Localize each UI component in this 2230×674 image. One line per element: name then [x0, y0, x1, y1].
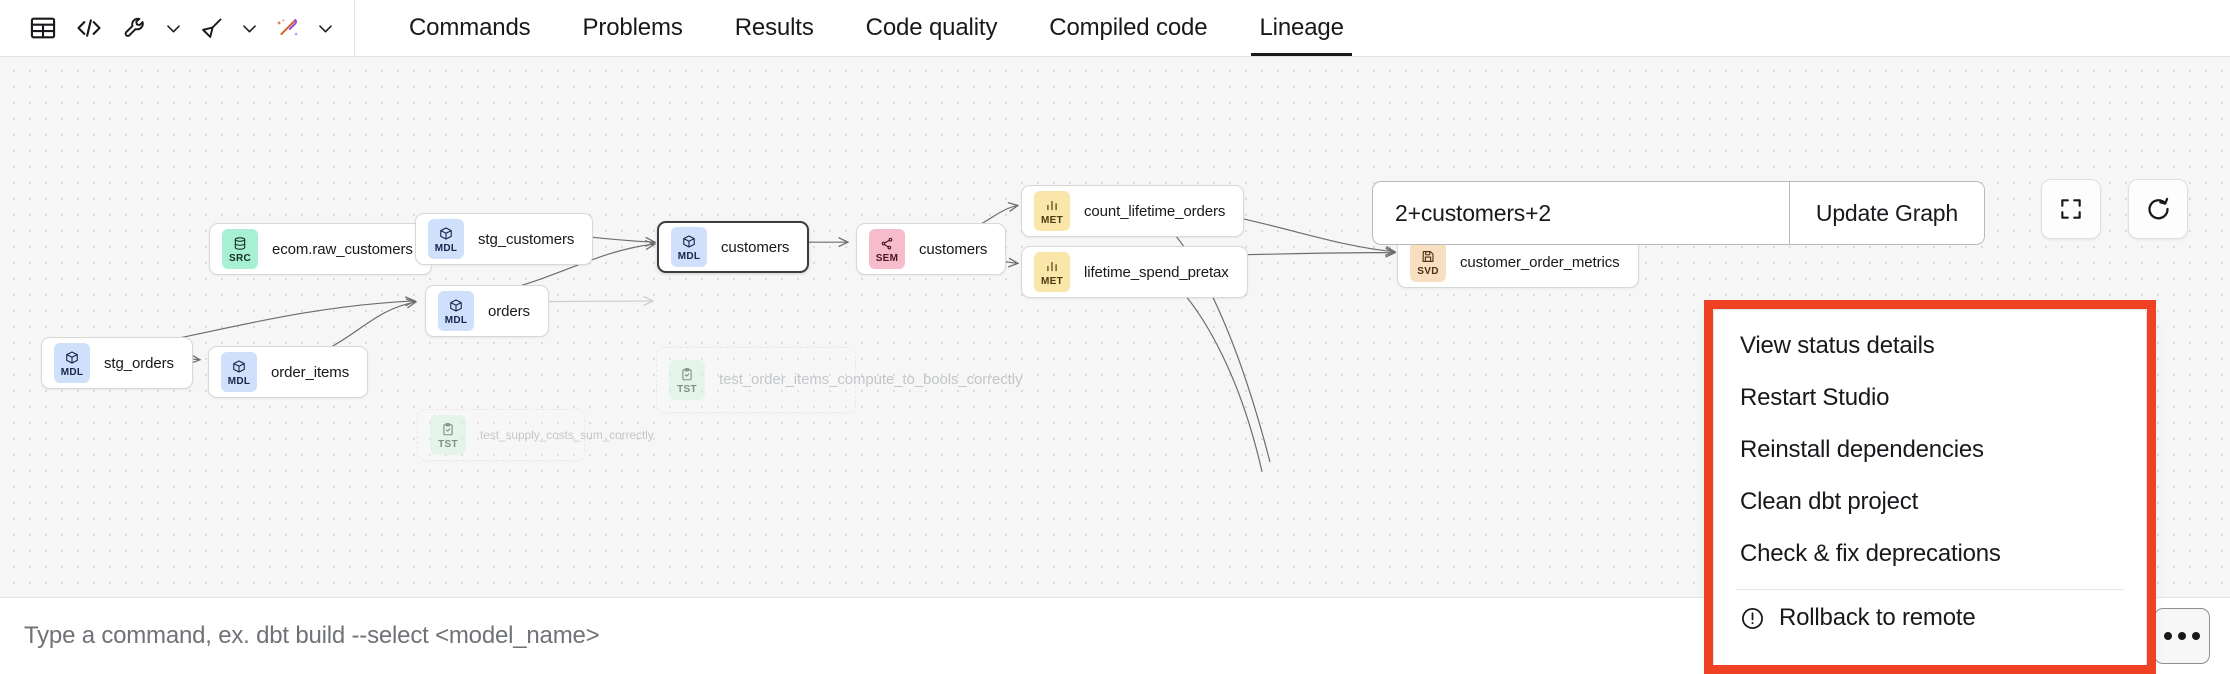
- node-label: test_supply_costs_sum_correctly: [480, 428, 654, 442]
- clipboard-check-icon: [680, 366, 694, 383]
- cube-icon: [439, 225, 453, 242]
- broom-icon[interactable]: [188, 6, 234, 50]
- node-label: order_items: [271, 363, 350, 381]
- bar-chart-icon: [1045, 258, 1059, 275]
- badge-mdl: MDL: [221, 352, 257, 392]
- badge-sem-text: SEM: [875, 252, 899, 264]
- node-label: stg_orders: [104, 354, 174, 372]
- cube-icon: [449, 297, 463, 314]
- node-label: count_lifetime_orders: [1084, 202, 1226, 220]
- node-orders[interactable]: MDL orders: [425, 285, 549, 337]
- menu-item-restart-studio[interactable]: Restart Studio: [1740, 384, 1890, 411]
- node-stg-orders[interactable]: MDL stg_orders: [41, 337, 193, 389]
- node-lifetime-spend-pretax[interactable]: MET lifetime_spend_pretax: [1021, 246, 1248, 298]
- panel-tabs: Commands Problems Results Code quality C…: [355, 0, 1370, 56]
- chevron-down-icon-broom[interactable]: [234, 6, 264, 50]
- badge-tst-text: TST: [438, 438, 458, 450]
- dot: [2178, 632, 2186, 640]
- badge-src-text: SRC: [228, 252, 251, 264]
- node-customers-semantic[interactable]: SEM customers: [856, 223, 1007, 275]
- node-order-items[interactable]: MDL order_items: [208, 346, 369, 398]
- node-label: ecom.raw_customers: [272, 240, 413, 258]
- table-view-icon[interactable]: [20, 6, 66, 50]
- badge-sem: SEM: [869, 229, 905, 269]
- wrench-icon[interactable]: [112, 6, 158, 50]
- menu-item-rollback-to-remote[interactable]: Rollback to remote: [1714, 592, 2146, 644]
- badge-mdl-text: MDL: [434, 242, 458, 254]
- badge-mdl-text: MDL: [677, 250, 701, 262]
- badge-tst-text: TST: [677, 383, 697, 395]
- studio-context-menu[interactable]: View status details Restart Studio Reins…: [1713, 309, 2147, 674]
- menu-divider: [1736, 589, 2124, 590]
- tab-code-quality[interactable]: Code quality: [865, 14, 998, 41]
- chevron-down-icon-wrench[interactable]: [158, 6, 188, 50]
- tab-lineage[interactable]: Lineage: [1233, 0, 1369, 56]
- badge-tst: TST: [669, 360, 705, 400]
- badge-met-text: MET: [1040, 275, 1063, 287]
- menu-item-label: Rollback to remote: [1779, 604, 1976, 631]
- command-input[interactable]: [0, 622, 1933, 650]
- graph-search-input[interactable]: [1373, 182, 1789, 244]
- tab-commands[interactable]: Commands: [409, 14, 531, 41]
- chevron-down-icon-magic[interactable]: [310, 6, 340, 50]
- badge-met-text: MET: [1040, 214, 1063, 226]
- menu-item-reinstall-dependencies[interactable]: Reinstall dependencies: [1740, 436, 1984, 463]
- graph-search-container: Update Graph: [1372, 181, 1985, 245]
- cube-icon: [65, 349, 79, 366]
- database-icon: [233, 235, 247, 252]
- badge-met: MET: [1034, 252, 1070, 292]
- dot: [2164, 632, 2172, 640]
- badge-svd: SVD: [1410, 242, 1446, 282]
- badge-mdl-text: MDL: [227, 375, 251, 387]
- tab-results[interactable]: Results: [734, 14, 814, 41]
- tab-problems[interactable]: Problems: [582, 14, 683, 41]
- update-graph-button[interactable]: Update Graph: [1788, 182, 1984, 244]
- warning-circle-icon: [1740, 606, 1765, 631]
- node-label: customers: [721, 238, 790, 256]
- code-view-icon[interactable]: [66, 6, 112, 50]
- badge-mdl: MDL: [671, 227, 707, 267]
- fullscreen-icon[interactable]: [2041, 179, 2101, 239]
- node-label: customers: [919, 240, 988, 258]
- node-label: lifetime_spend_pretax: [1084, 263, 1229, 281]
- badge-mdl: MDL: [54, 343, 90, 383]
- badge-mdl: MDL: [428, 219, 464, 259]
- cube-icon: [682, 233, 696, 250]
- node-label: customer_order_metrics: [1460, 253, 1620, 271]
- badge-mdl: MDL: [438, 291, 474, 331]
- clipboard-check-icon: [441, 421, 455, 438]
- menu-item-check-fix-deprecations[interactable]: Check & fix deprecations: [1740, 540, 2001, 567]
- node-ecom-raw-customers[interactable]: SRC ecom.raw_customers: [209, 223, 432, 275]
- toolbar-divider: [354, 0, 355, 57]
- ellipsis-icon[interactable]: [2154, 608, 2210, 664]
- magic-wand-icon[interactable]: [264, 6, 310, 50]
- dot: [2192, 632, 2200, 640]
- badge-mdl-text: MDL: [60, 366, 84, 378]
- node-label: stg_customers: [478, 230, 575, 248]
- refresh-icon[interactable]: [2128, 179, 2188, 239]
- top-toolbar: Commands Problems Results Code quality C…: [0, 0, 2230, 57]
- node-test-order-items[interactable]: TST test_order_items_compute_to_bools_co…: [656, 347, 1022, 413]
- node-label: orders: [488, 302, 530, 320]
- bar-chart-icon: [1045, 197, 1059, 214]
- node-label: test_order_items_compute_to_bools_correc…: [719, 371, 1023, 389]
- badge-mdl-text: MDL: [444, 314, 468, 326]
- graph-nodes-icon: [880, 235, 894, 252]
- menu-item-clean-dbt-project[interactable]: Clean dbt project: [1740, 488, 1919, 515]
- badge-src: SRC: [222, 229, 258, 269]
- save-disk-icon: [1421, 248, 1435, 265]
- node-stg-customers[interactable]: MDL stg_customers: [415, 213, 594, 265]
- node-customers-model[interactable]: MDL customers: [657, 221, 810, 273]
- cube-icon: [232, 358, 246, 375]
- node-test-supply-costs[interactable]: TST test_supply_costs_sum_correctly: [417, 409, 654, 461]
- menu-item-view-status-details[interactable]: View status details: [1740, 332, 1935, 359]
- tab-compiled-code[interactable]: Compiled code: [1049, 14, 1208, 41]
- node-count-lifetime-orders[interactable]: MET count_lifetime_orders: [1021, 185, 1245, 237]
- badge-met: MET: [1034, 191, 1070, 231]
- editor-tool-group: [0, 0, 340, 56]
- badge-svd-text: SVD: [1417, 265, 1439, 277]
- badge-tst: TST: [430, 415, 466, 455]
